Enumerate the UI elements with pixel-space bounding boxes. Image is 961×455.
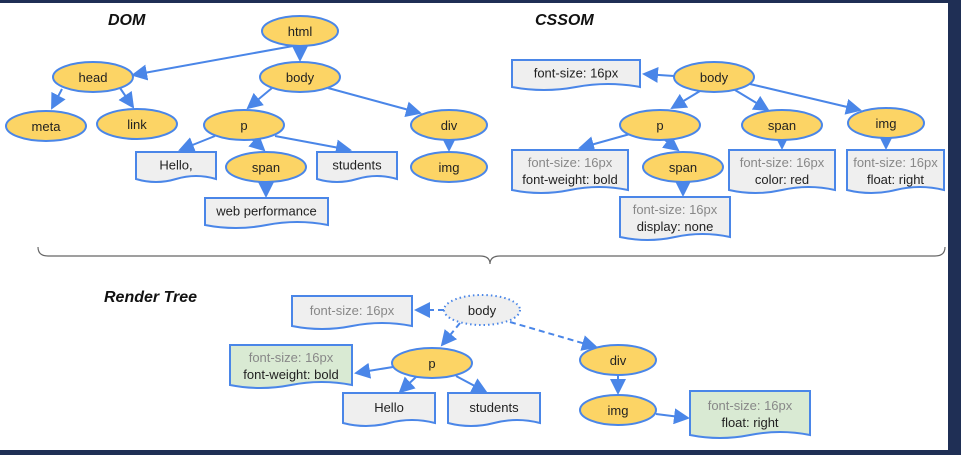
- box-render-students: students: [447, 392, 541, 427]
- node-label: Hello,: [159, 158, 192, 173]
- node-label: font-weight: bold: [522, 172, 617, 187]
- box-render-bodystyle: font-size: 16px: [291, 295, 413, 330]
- node-cssom-p: p: [619, 109, 701, 141]
- node-label: font-size: 16px: [310, 303, 395, 318]
- node-cssom-span: span: [741, 109, 823, 141]
- node-label: students: [332, 158, 382, 173]
- box-cssom-imgstyle: font-size: 16px float: right: [846, 149, 945, 194]
- edge-body-to-div: [509, 321, 598, 351]
- node-dom-div: div: [410, 109, 488, 141]
- node-label: font-size: 16px: [633, 202, 718, 217]
- node-label: body: [468, 303, 497, 318]
- node-dom-meta: meta: [5, 110, 87, 142]
- node-dom-head: head: [52, 61, 134, 93]
- node-label: float: right: [867, 172, 924, 187]
- box-cssom-bodystyle: font-size: 16px: [511, 59, 641, 91]
- edge-html-to-head: [131, 45, 294, 81]
- box-render-hello: Hello: [342, 392, 436, 427]
- edge-body-to-span: [734, 89, 770, 112]
- node-label: p: [656, 118, 663, 133]
- node-label: span: [252, 160, 280, 175]
- node-render-body: body: [443, 294, 521, 326]
- node-label: link: [127, 117, 147, 132]
- edge-p-to-hello: [178, 135, 216, 153]
- box-cssom-span2style: font-size: 16px display: none: [619, 196, 731, 241]
- brace-divider: [37, 246, 946, 265]
- node-label: head: [79, 70, 108, 85]
- node-label: web performance: [215, 204, 316, 219]
- node-dom-body: body: [259, 61, 341, 93]
- edge-body-to-img: [749, 83, 862, 115]
- node-label: meta: [32, 119, 62, 134]
- node-cssom-body: body: [673, 61, 755, 93]
- node-label: font-size: 16px: [853, 155, 938, 170]
- node-label: img: [876, 116, 897, 131]
- node-label: color: red: [755, 172, 809, 187]
- node-render-p: p: [391, 347, 473, 379]
- box-cssom-pstyle: font-size: 16px font-weight: bold: [511, 149, 629, 194]
- edge-img-to-imgstyle: [655, 408, 690, 425]
- edge-p-to-hello: [398, 376, 417, 394]
- edge-body-to-p: [246, 87, 273, 110]
- node-label: font-size: 16px: [740, 155, 825, 170]
- node-dom-img: img: [410, 151, 488, 183]
- edge-head-to-link: [118, 87, 135, 109]
- node-label: span: [768, 118, 796, 133]
- edge-body-to-bodystyle: [642, 66, 675, 83]
- node-label: display: none: [637, 219, 714, 234]
- box-dom-students: students: [316, 151, 398, 183]
- box-dom-hello: Hello,: [135, 151, 217, 183]
- node-dom-span: span: [225, 151, 307, 183]
- dom-title: DOM: [108, 12, 146, 29]
- node-cssom-img: img: [847, 107, 925, 139]
- edge-p-to-students: [455, 375, 488, 393]
- edge-body-to-p: [440, 322, 461, 347]
- node-label: font-size: 16px: [534, 66, 619, 81]
- node-label: p: [240, 118, 247, 133]
- node-label: font-size: 16px: [708, 398, 793, 413]
- node-render-img: img: [579, 394, 657, 426]
- edge-body-to-div: [327, 87, 422, 118]
- node-label: div: [441, 118, 458, 133]
- edge-p-to-span2: [662, 135, 680, 152]
- box-render-imgstyle: font-size: 16px float: right: [689, 390, 811, 439]
- edge-body-to-p: [670, 90, 701, 110]
- node-label: html: [288, 24, 313, 39]
- node-label: font-size: 16px: [249, 350, 334, 365]
- node-label: Hello: [374, 400, 404, 415]
- box-dom-web: web performance: [204, 197, 329, 229]
- node-label: p: [428, 356, 435, 371]
- node-dom-link: link: [96, 108, 178, 140]
- edge-p-to-span: [248, 134, 266, 152]
- node-label: body: [700, 70, 729, 85]
- node-label: span: [669, 160, 697, 175]
- edge-p-to-pstyle: [578, 133, 631, 152]
- node-label: students: [469, 400, 519, 415]
- edge-head-to-meta: [51, 88, 66, 110]
- node-label: div: [610, 353, 627, 368]
- edge-p-to-pstyle: [354, 362, 394, 379]
- render-tree-title: Render Tree: [104, 289, 197, 306]
- node-render-div: div: [579, 344, 657, 376]
- cssom-title: CSSOM: [535, 12, 594, 29]
- node-cssom-span2: span: [642, 151, 724, 183]
- node-label: body: [286, 70, 315, 85]
- box-render-pstyle: font-size: 16px font-weight: bold: [229, 344, 353, 389]
- edge-p-to-students: [274, 135, 352, 156]
- node-label: img: [608, 403, 629, 418]
- node-dom-html: html: [261, 15, 339, 47]
- node-label: img: [439, 160, 460, 175]
- node-label: font-weight: bold: [243, 367, 338, 382]
- node-dom-p: p: [203, 109, 285, 141]
- box-cssom-spanstyle: font-size: 16px color: red: [728, 149, 836, 194]
- node-label: font-size: 16px: [528, 155, 613, 170]
- node-label: float: right: [721, 415, 778, 430]
